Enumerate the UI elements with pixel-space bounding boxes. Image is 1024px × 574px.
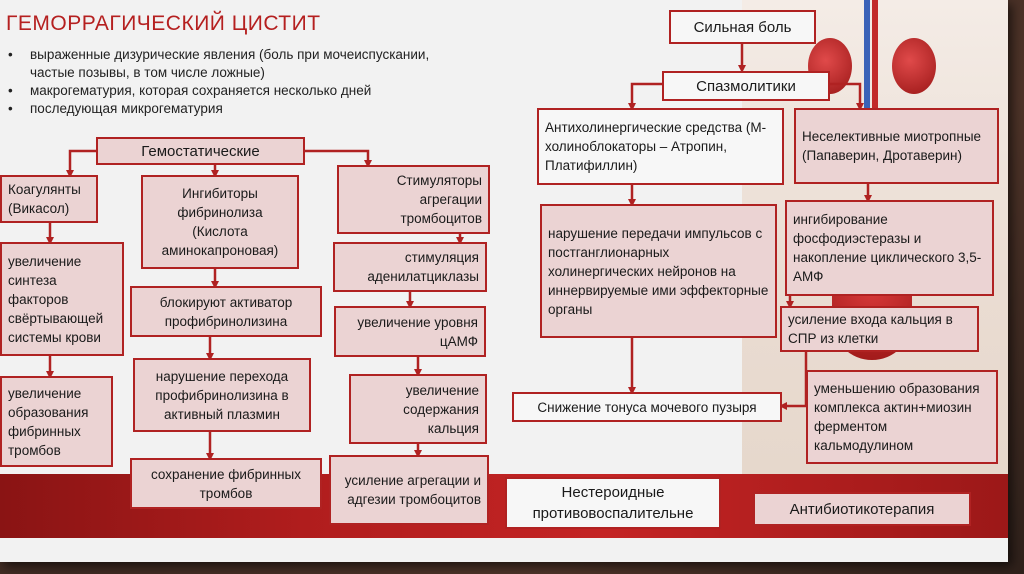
pde-box: ингибирование фосфодиэстеразы и накоплен… [785, 200, 994, 296]
calcium-label: увеличение содержания кальция [403, 382, 479, 436]
symptom-text: последующая микрогематурия [30, 101, 223, 116]
actomyosin-label: уменьшению образования комплекса актин+м… [814, 381, 980, 453]
strong-pain-box: Сильная боль [669, 10, 816, 44]
block-activator-label: блокируют активатор профибринолизина [159, 294, 293, 329]
hemostatic-box: Гемостатические [96, 137, 305, 165]
symptom-item: • макрогематурия, которая сохраняется нес… [6, 82, 470, 100]
bladder-tone-label: Снижение тонуса мочевого пузыря [537, 399, 757, 415]
transmission-label: нарушение передачи импульсов с постгангл… [548, 225, 769, 317]
artery-shape [872, 0, 878, 120]
coagulants-box: Коагулянты (Викасол) [0, 175, 98, 223]
anticholinergic-box: Антихолинергические средства (М-холинобл… [537, 108, 784, 185]
strong-pain-label: Сильная боль [693, 18, 792, 36]
calcium-entry-label: усиление входа кальция в СПР из клетки [788, 312, 953, 346]
anticholinergic-label: Антихолинергические средства (М-холинобл… [545, 120, 767, 173]
nsaid-label: Нестероидные противовоспалительне [532, 484, 694, 522]
adenylate-label: стимуляция аденилатциклазы [367, 250, 479, 284]
pde-label: ингибирование фосфодиэстеразы и накоплен… [793, 212, 982, 284]
transition-block-label: нарушение перехода профибринолизина в ак… [155, 368, 289, 422]
fibrinolysis-inhibitors-box: Ингибиторы фибринолиза (Кислота аминокап… [141, 175, 299, 269]
fibrinolysis-inhibitors-label: Ингибиторы фибринолиза (Кислота аминокап… [161, 186, 279, 258]
actomyosin-box: уменьшению образования комплекса актин+м… [806, 370, 998, 464]
connector-line [305, 149, 370, 165]
platelet-stimulators-box: Стимуляторы агрегации тромбоцитов [337, 165, 490, 234]
nonselective-label: Неселективные миотропные (Папаверин, Дро… [802, 129, 982, 163]
calcium-entry-box: усиление входа кальция в СПР из клетки [780, 306, 979, 352]
transition-block-box: нарушение перехода профибринолизина в ак… [133, 358, 311, 432]
coag-result-box: увеличение образования фибринных тромбов [0, 376, 113, 467]
block-activator-box: блокируют активатор профибринолизина [130, 286, 322, 337]
fibrin-preserve-box: сохранение фибринных тромбов [130, 458, 322, 509]
aggregation-box: усиление агрегации и адгезии тромбоцитов [329, 455, 489, 525]
symptom-list: • выраженные дизурические явления (боль п… [6, 46, 470, 118]
bullet-icon: • [8, 101, 13, 116]
antibiotic-box: Антибиотикотерапия [753, 492, 971, 526]
fibrin-preserve-label: сохранение фибринных тромбов [150, 466, 302, 501]
transmission-box: нарушение передачи импульсов с постгангл… [540, 204, 777, 338]
symptom-text: выраженные дизурические явления (боль пр… [30, 47, 430, 80]
spasmolytics-label: Спазмолитики [696, 77, 796, 95]
bladder-tone-box: Снижение тонуса мочевого пузыря [512, 392, 782, 422]
bullet-icon: • [8, 83, 13, 98]
slide: ГЕМОРРАГИЧЕСКИЙ ЦИСТИТ • выраженные дизур… [0, 0, 1008, 562]
coagulants-label: Коагулянты (Викасол) [8, 182, 81, 216]
connector-line [630, 82, 662, 108]
platelet-stimulators-label: Стимуляторы агрегации тромбоцитов [396, 173, 482, 226]
nonselective-box: Неселективные миотропные (Папаверин, Дро… [794, 108, 999, 184]
right-kidney-shape [892, 38, 936, 94]
connector-line [68, 149, 96, 175]
aggregation-label: усиление агрегации и адгезии тромбоцитов [344, 473, 481, 507]
symptom-text: макрогематурия, которая сохраняется неск… [30, 83, 372, 98]
coag-result-label: увеличение образования фибринных тромбов [8, 385, 89, 458]
calcium-box: увеличение содержания кальция [349, 374, 487, 444]
coag-effect-box: увеличение синтеза факторов свёртывающей… [0, 242, 124, 356]
symptom-item: • последующая микрогематурия [6, 100, 470, 118]
hemostatic-label: Гемостатические [141, 142, 260, 160]
vein-shape [864, 0, 870, 120]
nsaid-box: Нестероидные противовоспалительне [505, 477, 721, 529]
camp-label: увеличение уровня цАМФ [357, 314, 478, 349]
antibiotic-label: Антибиотикотерапия [789, 500, 935, 518]
page-title: ГЕМОРРАГИЧЕСКИЙ ЦИСТИТ [6, 12, 321, 35]
camp-box: увеличение уровня цАМФ [334, 306, 486, 357]
spasmolytics-box: Спазмолитики [662, 71, 830, 101]
adenylate-box: стимуляция аденилатциклазы [333, 242, 487, 292]
symptom-item: • выраженные дизурические явления (боль п… [6, 46, 470, 82]
bullet-icon: • [8, 47, 13, 62]
coag-effect-label: увеличение синтеза факторов свёртывающей… [8, 253, 104, 345]
